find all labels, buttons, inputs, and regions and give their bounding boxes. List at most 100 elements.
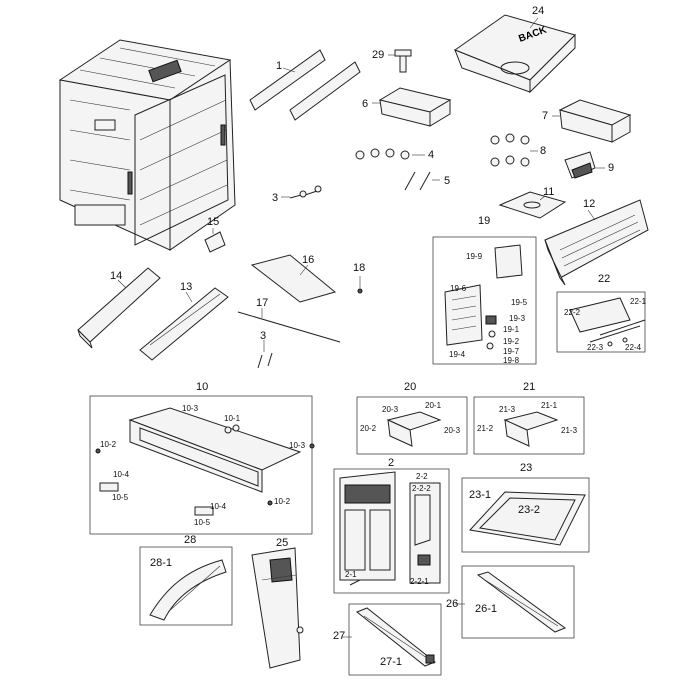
label-12: 12 [583,198,596,210]
label-9: 9 [608,162,615,174]
label-1: 1 [276,60,283,72]
label-23-1: 23-1 [469,489,492,501]
label-19-2: 19-2 [503,337,520,346]
label-21-2: 21-2 [477,424,494,433]
label-17: 17 [256,297,269,309]
label-5: 5 [444,175,451,187]
part-22-cover-assembly [556,291,646,353]
part-17-wire [237,308,341,343]
part-14-rail [77,267,161,349]
label-19-3: 19-3 [509,314,526,323]
label-2-2-1: 2-2-1 [410,577,429,586]
part-13-rail [139,287,229,361]
part-28-cover [139,546,233,626]
label-20-2: 20-2 [360,424,377,433]
label-10-4-left: 10-4 [113,470,130,479]
part-3-screws-bottom [257,340,273,369]
label-2-2-2: 2-2-2 [412,484,431,493]
part-21-drawer-assembly [473,396,585,455]
label-22-1: 22-1 [630,297,647,306]
part-18-pin [357,276,363,294]
label-20-3-right: 20-3 [444,426,461,435]
label-19-9: 19-9 [466,252,483,261]
label-10-4-right: 10-4 [210,502,227,511]
label-27: 27 [333,630,346,642]
label-3-top: 3 [272,192,279,204]
part-12-drawer-front [544,199,649,286]
part-2-door-assembly [333,468,450,594]
label-7: 7 [542,110,549,122]
label-10-2-left: 10-2 [100,440,117,449]
label-22: 22 [598,273,611,285]
label-2-1: 2-1 [345,570,357,579]
label-20: 20 [404,381,417,393]
part-8-clips [490,133,538,167]
label-19-7: 19-7 [503,347,520,356]
label-4: 4 [428,149,435,161]
label-27-1: 27-1 [380,656,403,668]
label-22-2: 22-2 [564,308,581,317]
label-20-1: 20-1 [425,401,442,410]
label-21-3-right: 21-3 [561,426,578,435]
part-19-fan-assembly [432,236,537,365]
label-19-4: 19-4 [449,350,466,359]
label-10: 10 [196,381,209,393]
part-16-cover-panel [250,254,337,303]
label-14: 14 [110,270,123,282]
label-28-1: 28-1 [150,557,173,569]
label-2: 2 [388,457,395,469]
label-6: 6 [362,98,369,110]
part-29-clip [388,49,412,73]
label-20-3-top: 20-3 [382,405,399,414]
label-28: 28 [184,534,197,546]
label-16: 16 [302,254,315,266]
label-19-1: 19-1 [503,325,520,334]
label-26: 26 [446,598,459,610]
label-22-3: 22-3 [587,343,604,352]
label-10-2-right: 10-2 [274,497,291,506]
label-10-5-right: 10-5 [194,518,211,527]
label-10-3-right: 10-3 [289,441,306,450]
label-19-6: 19-6 [450,284,467,293]
part-15-bracket [204,228,226,253]
label-23: 23 [520,462,533,474]
part-27-rail-assembly [342,603,442,676]
part-7-door-bin [552,99,632,143]
label-13: 13 [180,281,193,293]
part-4-clips [355,148,425,160]
label-10-1: 10-1 [224,414,241,423]
label-10-3-top: 10-3 [182,404,199,413]
part-1-shelf-rails [249,49,361,121]
label-3-bottom: 3 [260,330,267,342]
label-25: 25 [276,537,289,549]
label-19-8: 19-8 [503,356,520,365]
refrigerator-cabinet [58,39,236,251]
label-8: 8 [540,145,547,157]
label-15: 15 [207,216,220,228]
part-20-drawer-assembly [356,396,468,455]
part-23-glass-shelf [461,477,590,553]
label-10-5-left: 10-5 [112,493,129,502]
label-11: 11 [543,186,555,198]
part-10-shelf-assembly [89,395,315,535]
label-19-5: 19-5 [511,298,528,307]
label-18: 18 [353,262,366,274]
label-22-4: 22-4 [625,343,642,352]
part-5-screws [404,171,440,191]
part-9-cover [564,151,605,179]
label-23-2: 23-2 [518,504,541,516]
label-2-2: 2-2 [416,472,428,481]
label-26-1: 26-1 [475,603,498,615]
part-11-housing [498,191,567,219]
label-24: 24 [532,5,545,17]
label-29: 29 [372,49,385,61]
part-3-screws-top [281,185,322,199]
label-21-3-top: 21-3 [499,405,516,414]
label-21: 21 [523,381,536,393]
part-25-duct [251,547,304,669]
part-24-bin: BACK [453,14,576,94]
label-21-1: 21-1 [541,401,558,410]
part-6-door-bin [372,87,452,127]
part-26-rail-assembly [455,565,575,639]
